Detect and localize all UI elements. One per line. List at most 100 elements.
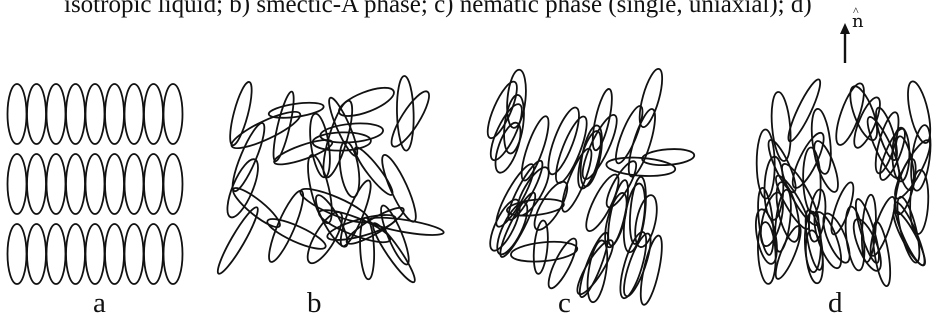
molecule-ellipse: [162, 153, 184, 215]
molecule-ellipse: [396, 75, 415, 152]
molecule-ellipse: [619, 231, 648, 300]
panel-d-molecules: [754, 78, 932, 288]
molecule-ellipse: [267, 101, 325, 119]
molecule-ellipse: [872, 220, 892, 288]
molecule-ellipse: [143, 153, 164, 215]
molecule-ellipse: [787, 78, 822, 143]
molecule-ellipse: [763, 155, 785, 221]
molecule-ellipse: [84, 83, 106, 145]
molecule-ellipse: [874, 111, 900, 175]
molecule-ellipse: [499, 191, 537, 258]
panel-label-c: c: [558, 287, 571, 319]
molecule-ellipse: [853, 96, 881, 149]
molecule-ellipse: [6, 153, 28, 215]
molecule-ellipse: [532, 219, 549, 275]
molecule-ellipse: [634, 194, 658, 248]
molecule-ellipse: [767, 139, 797, 194]
molecule-ellipse: [586, 239, 609, 304]
molecule-ellipse: [230, 110, 302, 150]
molecule-ellipse: [45, 223, 67, 285]
molecule-ellipse: [6, 223, 28, 285]
molecule-ellipse: [84, 153, 106, 215]
molecule-ellipse: [309, 112, 331, 179]
molecule-ellipse: [577, 130, 602, 190]
molecule-ellipse: [891, 126, 911, 183]
molecule-ellipse: [757, 221, 777, 285]
molecule-ellipse: [781, 163, 820, 226]
molecule-ellipse: [604, 192, 628, 249]
panel-c-molecules: [486, 68, 696, 306]
panel-label-a: a: [93, 287, 106, 319]
molecule-ellipse: [896, 195, 921, 264]
molecule-ellipse: [123, 223, 145, 285]
molecule-ellipse: [894, 135, 915, 192]
molecule-ellipse: [639, 234, 663, 306]
molecule-ellipse: [380, 204, 410, 266]
molecule-ellipse: [390, 90, 430, 148]
molecule-ellipse: [506, 68, 527, 129]
molecule-ellipse: [879, 127, 906, 181]
molecule-ellipse: [353, 146, 394, 196]
molecule-ellipse: [516, 166, 550, 217]
molecule-ellipse: [547, 237, 578, 290]
molecule-ellipse: [489, 103, 523, 162]
molecule-ellipse: [510, 240, 579, 263]
molecule-ellipse: [339, 179, 372, 248]
molecule-ellipse: [770, 91, 792, 162]
molecule-ellipse: [907, 80, 932, 144]
molecule-ellipse: [268, 189, 305, 263]
molecule-ellipse: [615, 105, 644, 165]
molecule-ellipse: [578, 231, 609, 299]
molecule-ellipse: [755, 128, 776, 200]
molecule-ellipse: [576, 239, 614, 296]
molecule-ellipse: [319, 122, 384, 144]
molecule-ellipse: [810, 108, 832, 175]
panel-label-d: d: [828, 287, 843, 319]
molecule-ellipse: [162, 83, 184, 145]
molecule-ellipse: [641, 148, 696, 167]
molecule-ellipse: [216, 206, 259, 275]
molecule-ellipse: [26, 83, 47, 145]
molecule-ellipse: [104, 83, 125, 145]
molecule-ellipse: [605, 156, 677, 177]
molecule-ellipse: [822, 212, 851, 264]
molecule-ellipse: [45, 153, 67, 215]
molecule-ellipse: [299, 188, 370, 224]
molecule-ellipse: [65, 153, 86, 215]
molecule-ellipse: [495, 163, 535, 228]
molecule-ellipse: [486, 80, 518, 140]
molecule-ellipse: [6, 83, 28, 145]
molecule-ellipse: [26, 223, 47, 285]
molecule-ellipse: [226, 158, 259, 219]
molecule-ellipse: [345, 206, 405, 245]
molecule-ellipse: [337, 86, 395, 117]
molecule-ellipse: [266, 218, 327, 250]
molecule-ellipse: [123, 153, 145, 215]
molecule-ellipse: [774, 188, 792, 253]
molecule-ellipse: [804, 229, 824, 285]
molecule-ellipse: [272, 90, 295, 163]
molecule-ellipse: [45, 83, 67, 145]
director-arrow-icon: [840, 23, 850, 63]
molecule-ellipse: [547, 106, 580, 176]
figure-caption: isotropic liquid; b) smectic-A phase; c)…: [64, 0, 812, 18]
molecule-ellipse: [65, 223, 86, 285]
molecule-ellipse: [591, 88, 613, 152]
molecule-ellipse: [162, 223, 184, 285]
molecule-ellipse: [581, 114, 618, 180]
panel-a-molecules: [6, 83, 184, 285]
director-label: n: [852, 11, 864, 32]
molecule-ellipse: [759, 191, 784, 247]
molecule-ellipse: [26, 153, 47, 215]
molecule-ellipse: [104, 223, 125, 285]
molecule-ellipse: [638, 68, 664, 128]
molecule-ellipse: [813, 140, 839, 193]
molecule-ellipse: [849, 85, 878, 142]
molecule-ellipse: [605, 160, 638, 209]
panel-b-molecules: [216, 75, 445, 284]
molecule-ellipse: [520, 115, 550, 182]
molecule-ellipse: [894, 139, 931, 200]
molecule-ellipse: [104, 153, 125, 215]
